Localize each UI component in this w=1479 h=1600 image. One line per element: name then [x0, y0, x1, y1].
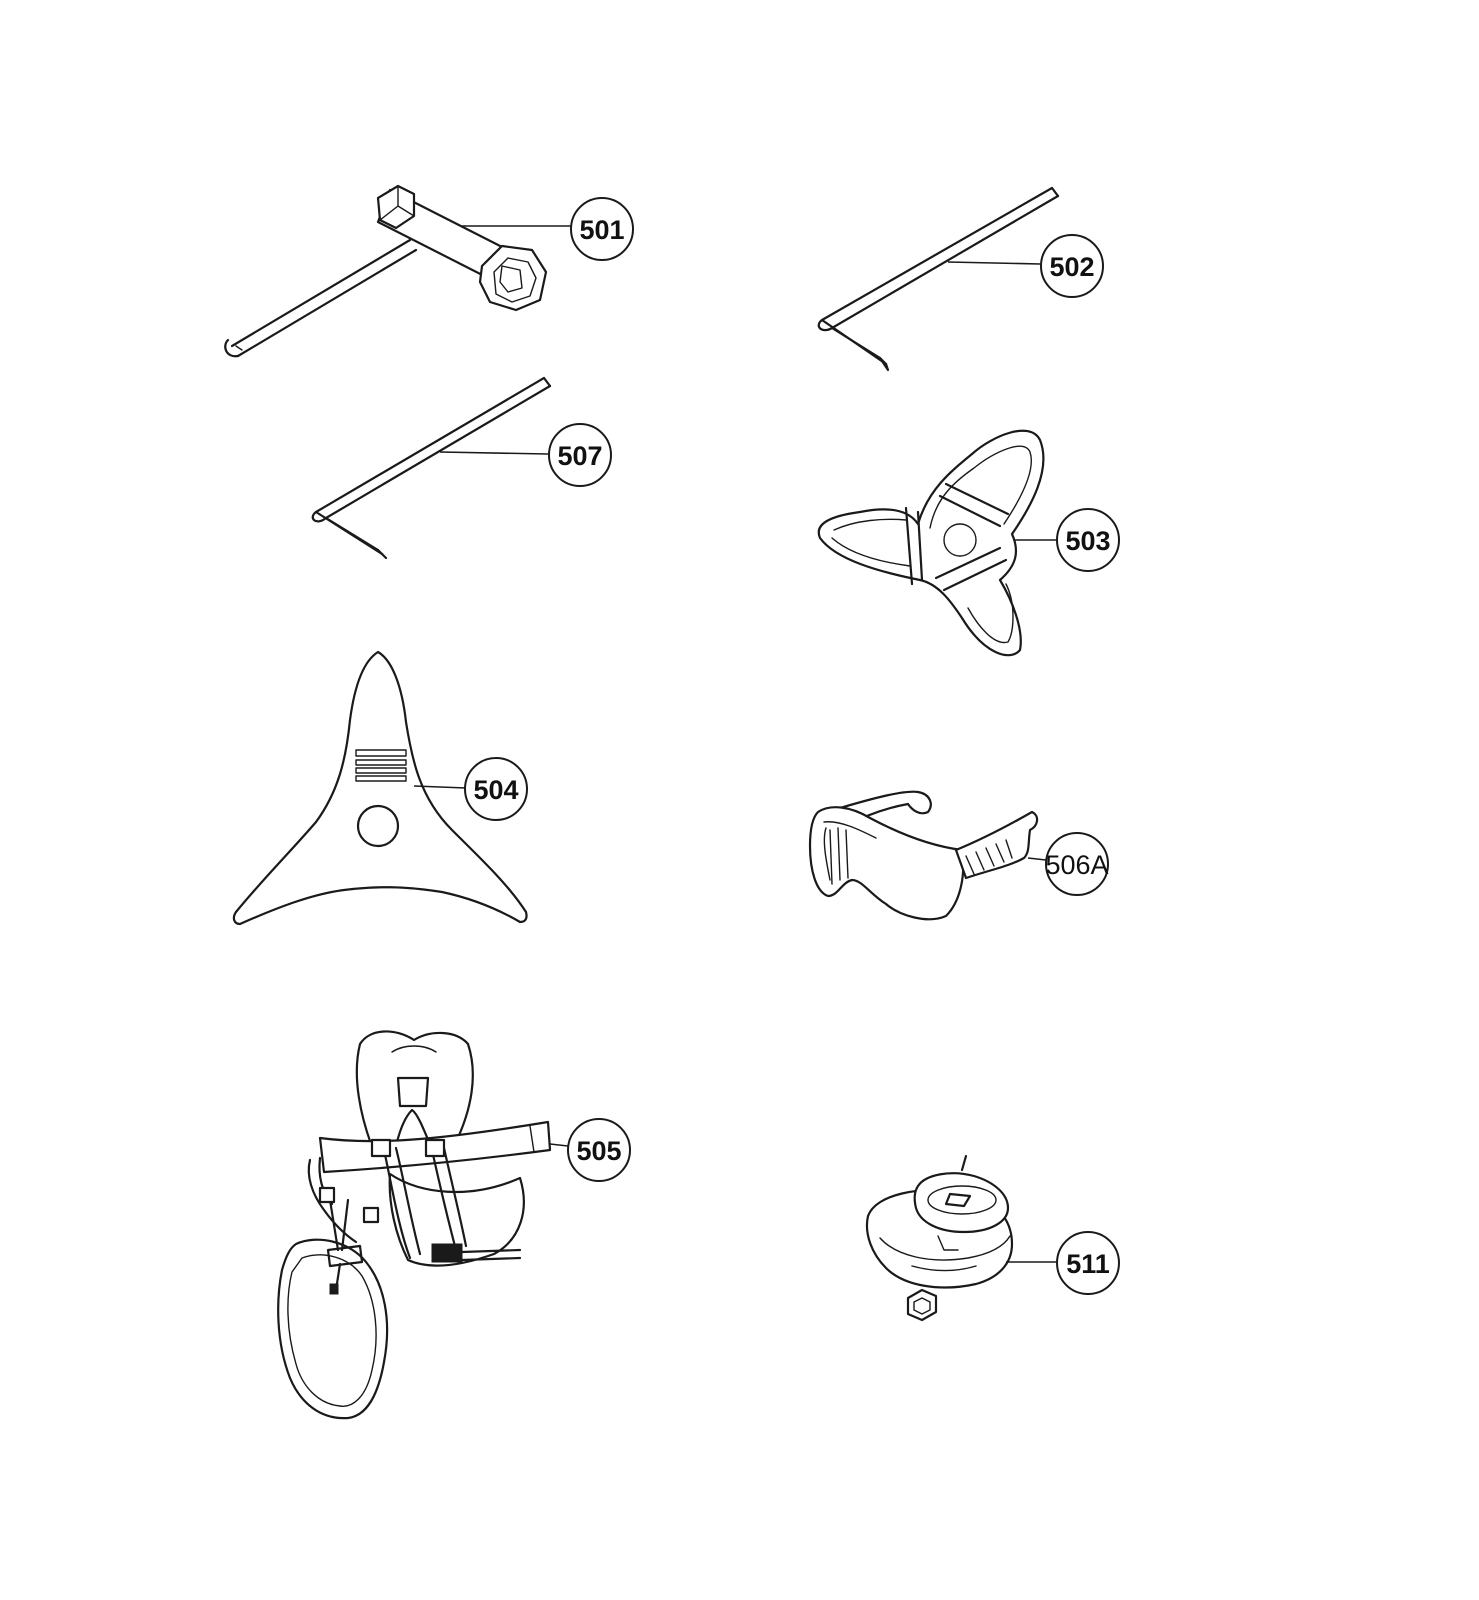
callout-511-label: 511 — [1066, 1249, 1110, 1279]
callout-507-label: 507 — [557, 441, 602, 471]
part-505-harness — [277, 1030, 552, 1420]
part-506a-safety-glasses — [808, 790, 1039, 921]
callout-503: 503 — [1056, 508, 1120, 572]
callout-501: 501 — [570, 197, 634, 261]
part-502-hex-key — [817, 186, 1060, 372]
callout-506a: 506A — [1045, 832, 1109, 896]
part-504-brush-blade — [232, 650, 528, 926]
callout-504: 504 — [464, 757, 528, 821]
leader-505 — [549, 1143, 569, 1147]
callout-504-label: 504 — [473, 775, 518, 805]
callout-502: 502 — [1040, 234, 1104, 298]
callout-505: 505 — [567, 1118, 631, 1182]
part-501-tbar-wrench — [224, 184, 548, 358]
blade-marking — [355, 749, 407, 782]
part-507-hex-key — [311, 376, 552, 560]
leader-507 — [439, 451, 549, 455]
callout-502-label: 502 — [1049, 252, 1094, 282]
callout-505-label: 505 — [576, 1136, 621, 1166]
callout-511: 511 — [1056, 1231, 1120, 1295]
part-503-tri-blade — [817, 429, 1045, 657]
callout-507: 507 — [548, 423, 612, 487]
leader-506a — [1027, 857, 1047, 861]
callout-501-label: 501 — [579, 215, 624, 245]
callout-506a-label: 506A — [1045, 850, 1108, 880]
leader-502 — [947, 261, 1041, 265]
part-511-trimmer-head — [865, 1154, 1014, 1322]
callout-503-label: 503 — [1065, 526, 1110, 556]
leader-504 — [413, 785, 467, 789]
